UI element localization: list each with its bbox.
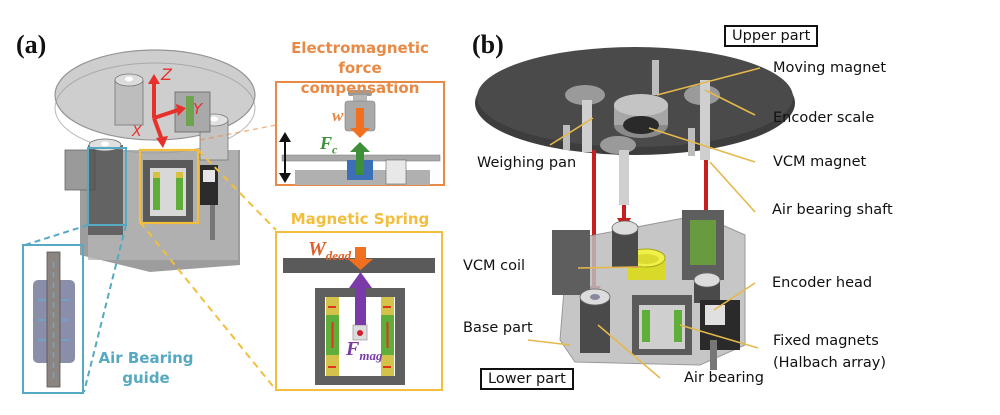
- emf-title-line1: Electromagnetic force: [291, 39, 429, 77]
- device-assembly-a: [54, 49, 256, 272]
- callout-encoder-scale: Encoder scale: [773, 110, 875, 126]
- emf-detail-box: [275, 81, 445, 186]
- emf-title-line2: compensation: [300, 79, 420, 97]
- dead-weight-symbol: Wdead: [308, 238, 351, 264]
- magnetic-force-symbol: Fmag: [346, 338, 382, 364]
- callout-vcm-coil: VCM coil: [463, 258, 526, 274]
- compensation-force-letter: F: [320, 133, 333, 153]
- upper-part-assembly: [475, 47, 795, 205]
- fixed-magnets-line2: (Halbach array): [773, 355, 887, 371]
- magnetic-spring-zoom-lines: [138, 124, 277, 391]
- lower-part-label: Lower part: [480, 368, 574, 390]
- callout-base-part: Base part: [463, 320, 533, 336]
- callout-air-bearing: Air bearing: [684, 370, 764, 386]
- air-bearing-title-line1: Air Bearing: [98, 349, 194, 367]
- panel-a-label: (a): [16, 30, 47, 59]
- air-bearing-title-line2: guide: [122, 369, 170, 387]
- axis-y-label: Y: [193, 100, 203, 118]
- fixed-magnets-line1: Fixed magnets: [773, 333, 879, 349]
- upper-part-label: Upper part: [724, 25, 819, 47]
- compensation-force-subscript: c: [332, 142, 338, 157]
- callout-lines: [527, 67, 761, 379]
- weight-symbol: w: [332, 106, 344, 125]
- callout-fixed-magnets: Fixed magnets (Halbach array): [773, 330, 886, 374]
- axis-z-label: Z: [161, 65, 172, 84]
- dead-weight-letter: W: [308, 238, 326, 260]
- magnetic-force-letter: F: [346, 338, 360, 360]
- callout-moving-magnet: Moving magnet: [773, 60, 887, 76]
- panel-b-label: (b): [472, 30, 504, 59]
- axis-x-label: X: [132, 124, 142, 140]
- magnetic-spring-title: Magnetic Spring: [290, 210, 430, 228]
- emf-title: Electromagnetic force compensation: [270, 38, 450, 98]
- air-bearing-zoom-lines: [22, 147, 127, 394]
- compensation-force-symbol: Fc: [320, 133, 337, 158]
- air-bearing-guide-title: Air Bearing guide: [96, 348, 196, 388]
- dead-weight-subscript: dead: [325, 248, 352, 263]
- magnetic-spring-detail-box: [275, 231, 443, 391]
- magnetic-force-subscript: mag: [359, 348, 383, 363]
- air-bearing-detail: [33, 251, 75, 388]
- callout-encoder-head: Encoder head: [772, 275, 873, 291]
- coordinate-axes: [148, 74, 186, 148]
- callout-air-bearing-shaft: Air bearing shaft: [772, 202, 893, 218]
- lower-part-assembly: [552, 210, 746, 370]
- callout-vcm-magnet: VCM magnet: [773, 154, 867, 170]
- callout-weighing-pan: Weighing pan: [477, 155, 577, 171]
